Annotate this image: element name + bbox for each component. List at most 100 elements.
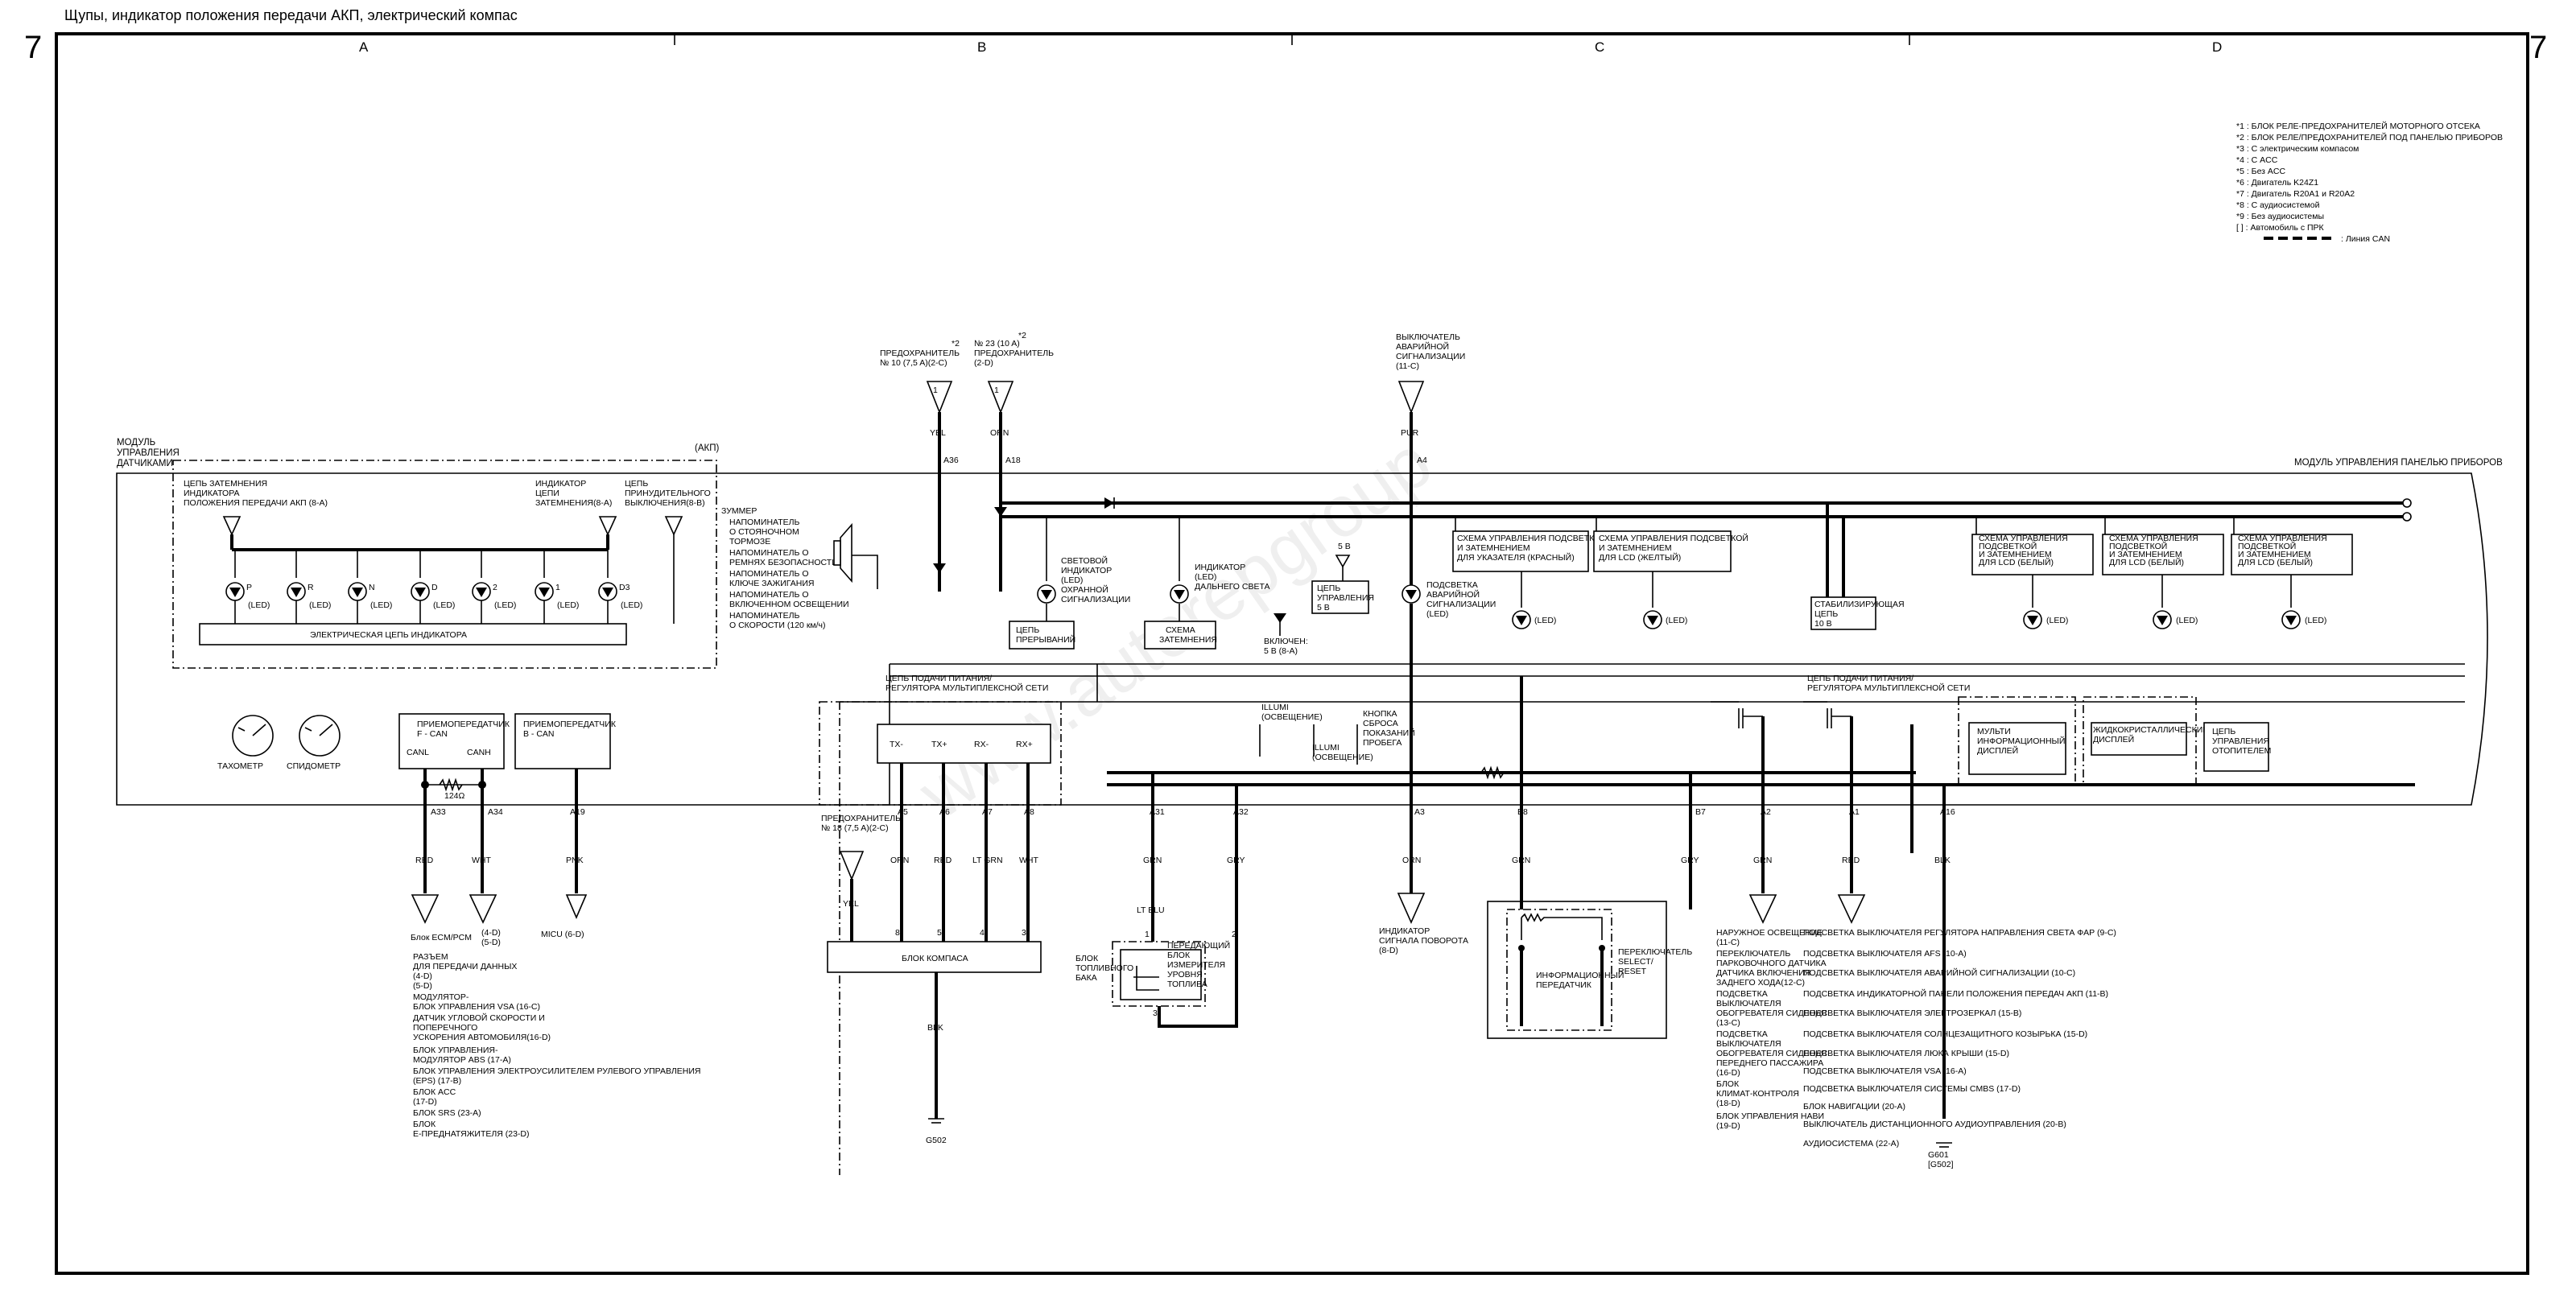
svg-text:5 В: 5 В (1317, 603, 1330, 612)
svg-text:ИЗМЕРИТЕЛЯ: ИЗМЕРИТЕЛЯ (1167, 960, 1225, 970)
svg-text:ПОДСВЕТКА ВЫКЛЮЧАТЕЛЯ ЭЛЕКТРОЗ: ПОДСВЕТКА ВЫКЛЮЧАТЕЛЯ ЭЛЕКТРОЗЕРКАЛ (15-… (1803, 1008, 2021, 1018)
speedometer-icon (299, 715, 341, 757)
svg-text:RED: RED (415, 856, 434, 865)
svg-text:БЛОК: БЛОК (413, 1120, 436, 1129)
svg-text:(16-D): (16-D) (1716, 1068, 1740, 1078)
svg-text:КЛЮЧЕ ЗАЖИГАНИЯ: КЛЮЧЕ ЗАЖИГАНИЯ (729, 579, 814, 588)
buzzer-icon (840, 522, 852, 584)
svg-text:(ОСВЕЩЕНИЕ): (ОСВЕЩЕНИЕ) (1312, 753, 1373, 762)
svg-text:ТОПЛИВА: ТОПЛИВА (1167, 979, 1208, 989)
svg-text:BLK: BLK (1934, 856, 1951, 865)
svg-text:АВАРИЙНОЙ: АВАРИЙНОЙ (1426, 589, 1480, 600)
svg-text:ДАЛЬНЕГО СВЕТА: ДАЛЬНЕГО СВЕТА (1195, 582, 1270, 592)
legend-item: *3 : С электрическим компасом (2236, 144, 2359, 154)
svg-text:ПРЕДОХРАНИТЕЛЬ: ПРЕДОХРАНИТЕЛЬ (974, 348, 1054, 358)
down-wires (423, 676, 1946, 1119)
svg-text:Блок ECM/PCM: Блок ECM/PCM (411, 933, 472, 942)
svg-text:8: 8 (895, 928, 900, 938)
compass-unit-label: БЛОК КОМПАСА (902, 954, 968, 963)
svg-text:ИНДИКАТОР: ИНДИКАТОР (1195, 563, 1245, 572)
panel-module-outline: МОДУЛЬ УПРАВЛЕНИЯ ПАНЕЛЬЮ ПРИБОРОВ (116, 458, 2503, 806)
svg-text:2: 2 (1232, 930, 1236, 939)
svg-text:(LED): (LED) (2046, 616, 2068, 625)
legend-item: *9 : Без аудиосистемы (2236, 212, 2324, 221)
svg-text:TX+: TX+ (931, 740, 947, 749)
svg-text:КНОПКА: КНОПКА (1363, 709, 1397, 719)
svg-text:№ 18 (7,5 A)(2-C): № 18 (7,5 A)(2-C) (821, 823, 889, 833)
svg-text:БЛОК УПРАВЛЕНИЯ-: БЛОК УПРАВЛЕНИЯ- (413, 1045, 498, 1055)
svg-text:УПРАВЛЕНИЯ: УПРАВЛЕНИЯ (2212, 736, 2269, 746)
svg-text:2: 2 (493, 583, 497, 592)
gear-led-2: 2(LED) (472, 550, 516, 624)
svg-text:A2: A2 (1761, 807, 1771, 817)
svg-text:PNK: PNK (566, 856, 584, 865)
svg-text:АУДИОСИСТЕМА (22-А): АУДИОСИСТЕМА (22-А) (1803, 1139, 1899, 1149)
gear-led-d3: D3 (LED) (598, 550, 642, 624)
svg-text:ПРИЕМОПЕРЕДАТЧИК: ПРИЕМОПЕРЕДАТЧИК (417, 720, 510, 729)
svg-text:АВАРИЙНОЙ: АВАРИЙНОЙ (1396, 341, 1449, 352)
svg-text:МОДУЛЯТОР ABS (17-А): МОДУЛЯТОР ABS (17-А) (413, 1055, 511, 1065)
svg-text:ИНДИКАТОР: ИНДИКАТОР (1061, 566, 1112, 575)
svg-text:WHT: WHT (472, 856, 491, 865)
lcd-illumination-schemes: СХЕМА УПРАВЛЕНИЯ ПОДСВЕТКОЙ И ЗАТЕМНЕНИЕ… (1971, 517, 2353, 629)
svg-text:1: 1 (1145, 930, 1150, 939)
svg-text:ПРЕРЫВАНИЙ: ПРЕРЫВАНИЙ (1016, 634, 1075, 645)
svg-text:ПЕРЕКЛЮЧАТЕЛЬ: ПЕРЕКЛЮЧАТЕЛЬ (1618, 947, 1692, 957)
svg-text:ПОЛОЖЕНИЯ ПЕРЕДАЧИ АКП (8-А): ПОЛОЖЕНИЯ ПЕРЕДАЧИ АКП (8-А) (184, 498, 328, 508)
svg-text:TX-: TX- (890, 740, 903, 749)
svg-text:ILLUMI: ILLUMI (1261, 703, 1289, 712)
svg-text:BLK: BLK (927, 1023, 943, 1033)
svg-text:(LED): (LED) (557, 600, 579, 610)
svg-text:*2: *2 (1018, 331, 1026, 340)
svg-text:ПОДСВЕТКА ВЫКЛЮЧАТЕЛЯ AFS (10-: ПОДСВЕТКА ВЫКЛЮЧАТЕЛЯ AFS (10-А) (1803, 949, 1967, 959)
svg-text:ЦЕПЬ: ЦЕПЬ (1814, 609, 1838, 619)
svg-text:О СТОЯНОЧНОМ: О СТОЯНОЧНОМ (729, 527, 799, 537)
svg-text:ПОДСВЕТКОЙ: ПОДСВЕТКОЙ (2238, 541, 2296, 551)
svg-text:5: 5 (937, 928, 942, 938)
svg-text:ДАТЧИК УГЛОВОЙ СКОРОСТИ И: ДАТЧИК УГЛОВОЙ СКОРОСТИ И (413, 1012, 545, 1023)
svg-text:И ЗАТЕМНЕНИЕМ: И ЗАТЕМНЕНИЕМ (1457, 543, 1530, 553)
illumi-switches: ILLUMI (ОСВЕЩЕНИЕ) ILLUMI (ОСВЕЩЕНИЕ) КН… (1259, 703, 1415, 765)
svg-text:РЕГУЛЯТОРА МУЛЬТИПЛЕКСНОЙ СЕТИ: РЕГУЛЯТОРА МУЛЬТИПЛЕКСНОЙ СЕТИ (886, 683, 1048, 693)
svg-text:ДЛЯ УКАЗАТЕЛЯ (КРАСНЫЙ): ДЛЯ УКАЗАТЕЛЯ (КРАСНЫЙ) (1457, 552, 1575, 563)
svg-text:RED: RED (934, 856, 952, 865)
svg-text:YEL: YEL (843, 899, 859, 909)
svg-text:ILLUMI: ILLUMI (1312, 743, 1340, 753)
svg-text:ПОКАЗАНИЙ: ПОКАЗАНИЙ (1363, 728, 1415, 738)
svg-text:D3: D3 (619, 583, 630, 592)
column-b: B (977, 39, 986, 55)
legend-item: *6 : Двигатель K24Z1 (2236, 178, 2318, 188)
svg-text:A7: A7 (982, 807, 993, 817)
sensor-module: МОДУЛЬ УПРАВЛЕНИЯ ДАТЧИКАМИ (АКП) ЦЕПЬ З… (117, 438, 719, 805)
svg-text:3: 3 (1153, 1008, 1158, 1018)
gear-led-1: 1(LED) (535, 550, 579, 624)
turn-signal: ИНДИКАТОР СИГНАЛА ПОВОРОТА (8-D) (1379, 893, 1468, 955)
svg-text:ЗАТЕМНЕНИЯ(8-А): ЗАТЕМНЕНИЯ(8-А) (535, 498, 612, 508)
svg-text:*2: *2 (952, 339, 960, 348)
svg-text:(ОСВЕЩЕНИЕ): (ОСВЕЩЕНИЕ) (1261, 712, 1323, 722)
svg-text:(13-С): (13-С) (1716, 1018, 1740, 1028)
svg-text:ДЛЯ LCD (БЕЛЫЙ): ДЛЯ LCD (БЕЛЫЙ) (2109, 557, 2184, 567)
tachometer-icon (232, 715, 274, 757)
svg-text:РАЗЪЕМ: РАЗЪЕМ (413, 952, 448, 962)
svg-text:ВЫКЛЮЧАТЕЛЯ: ВЫКЛЮЧАТЕЛЯ (1716, 1039, 1781, 1049)
page-title: Щупы, индикатор положения передачи АКП, … (64, 7, 518, 23)
svg-text:ПЕРЕДАЮЩИЙ: ПЕРЕДАЮЩИЙ (1167, 940, 1230, 951)
svg-text:(11-С): (11-С) (1396, 361, 1419, 371)
svg-text:БЛОК УПРАВЛЕНИЯ VSA (16-С): БЛОК УПРАВЛЕНИЯ VSA (16-С) (413, 1002, 540, 1012)
svg-text:КЛИМАТ-КОНТРОЛЯ: КЛИМАТ-КОНТРОЛЯ (1716, 1089, 1799, 1099)
svg-text:[G502]: [G502] (1928, 1160, 1954, 1169)
svg-text:GRY: GRY (1227, 856, 1245, 865)
legend-item: *7 : Двигатель R20A1 и R20A2 (2236, 189, 2355, 199)
svg-text:GRY: GRY (1681, 856, 1699, 865)
svg-text:БЛОК: БЛОК (1716, 1079, 1740, 1089)
panel-module-title: МОДУЛЬ УПРАВЛЕНИЯ ПАНЕЛЬЮ ПРИБОРОВ (2294, 458, 2503, 468)
svg-text:B - CAN: B - CAN (523, 729, 555, 739)
svg-text:ПОДСВЕТКА: ПОДСВЕТКА (1716, 989, 1768, 999)
svg-text:СПИДОМЕТР: СПИДОМЕТР (287, 761, 341, 771)
svg-text:(LED): (LED) (621, 600, 642, 610)
svg-text:ORN: ORN (890, 856, 909, 865)
svg-text:УСКОРЕНИЯ АВТОМОБИЛЯ(16-D): УСКОРЕНИЯ АВТОМОБИЛЯ(16-D) (413, 1033, 551, 1042)
svg-text:ПЕРЕДНЕГО ПАССАЖИРА: ПЕРЕДНЕГО ПАССАЖИРА (1716, 1058, 1823, 1068)
svg-text:СХЕМА УПРАВЛЕНИЯ: СХЕМА УПРАВЛЕНИЯ (1979, 534, 2068, 543)
